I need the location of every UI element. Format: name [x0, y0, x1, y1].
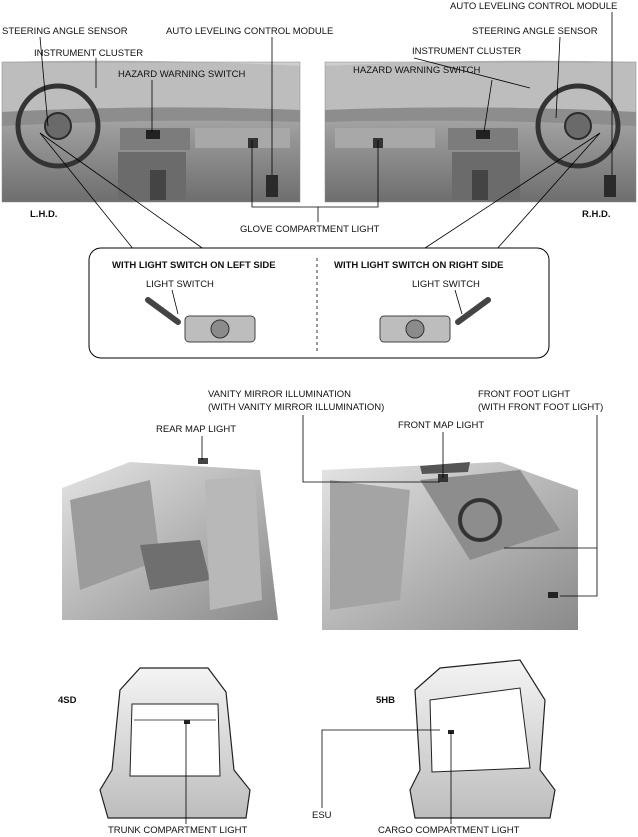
label-rhd: R.H.D.: [582, 209, 611, 220]
light-switch-callout: [88, 247, 550, 359]
label-instrument-cluster-lhd: INSTRUMENT CLUSTER: [34, 48, 144, 59]
label-hazard-switch-rhd: HAZARD WARNING SWITCH: [353, 65, 481, 76]
label-auto-leveling-rhd: AUTO LEVELING CONTROL MODULE: [450, 1, 618, 12]
label-steering-angle-sensor-lhd: STEERING ANGLE SENSOR: [2, 26, 128, 37]
label-light-switch-right: LIGHT SWITCH: [412, 279, 480, 290]
label-front-foot-1: FRONT FOOT LIGHT: [478, 389, 571, 400]
lhd-dashboard-illustration: [1, 60, 301, 203]
label-lhd: L.H.D.: [30, 209, 58, 220]
label-front-foot-2: (WITH FRONT FOOT LIGHT): [478, 402, 604, 413]
label-light-switch-left: LIGHT SWITCH: [146, 279, 214, 290]
label-auto-leveling-lhd: AUTO LEVELING CONTROL MODULE: [166, 26, 334, 37]
label-vanity-mirror-1: VANITY MIRROR ILLUMINATION: [208, 389, 352, 400]
hatchback-cargo-illustration: [321, 659, 556, 824]
label-trunk-compartment-light: TRUNK COMPARTMENT LIGHT: [108, 825, 248, 836]
label-glove-compartment-light: GLOVE COMPARTMENT LIGHT: [240, 224, 380, 235]
label-esu: ESU: [312, 810, 332, 821]
label-instrument-cluster-rhd: INSTRUMENT CLUSTER: [412, 46, 522, 57]
label-5hb: 5HB: [376, 695, 396, 706]
label-rear-map-light: REAR MAP LIGHT: [156, 424, 237, 435]
label-front-map-light: FRONT MAP LIGHT: [398, 420, 485, 431]
label-with-switch-left: WITH LIGHT SWITCH ON LEFT SIDE: [112, 260, 276, 271]
label-4sd: 4SD: [58, 695, 77, 706]
label-hazard-switch-lhd: HAZARD WARNING SWITCH: [118, 69, 246, 80]
label-cargo-compartment-light: CARGO COMPARTMENT LIGHT: [378, 825, 520, 836]
label-with-switch-right: WITH LIGHT SWITCH ON RIGHT SIDE: [334, 260, 504, 271]
rhd-dashboard-illustration: [324, 60, 637, 203]
label-vanity-mirror-2: (WITH VANITY MIRROR ILLUMINATION): [208, 402, 385, 413]
rear-interior-illustration: [62, 436, 278, 620]
sedan-trunk-illustration: [99, 667, 251, 824]
front-interior-illustration: [302, 415, 598, 630]
leader-lines-top: [39, 12, 613, 251]
label-steering-angle-sensor-rhd: STEERING ANGLE SENSOR: [472, 26, 598, 37]
